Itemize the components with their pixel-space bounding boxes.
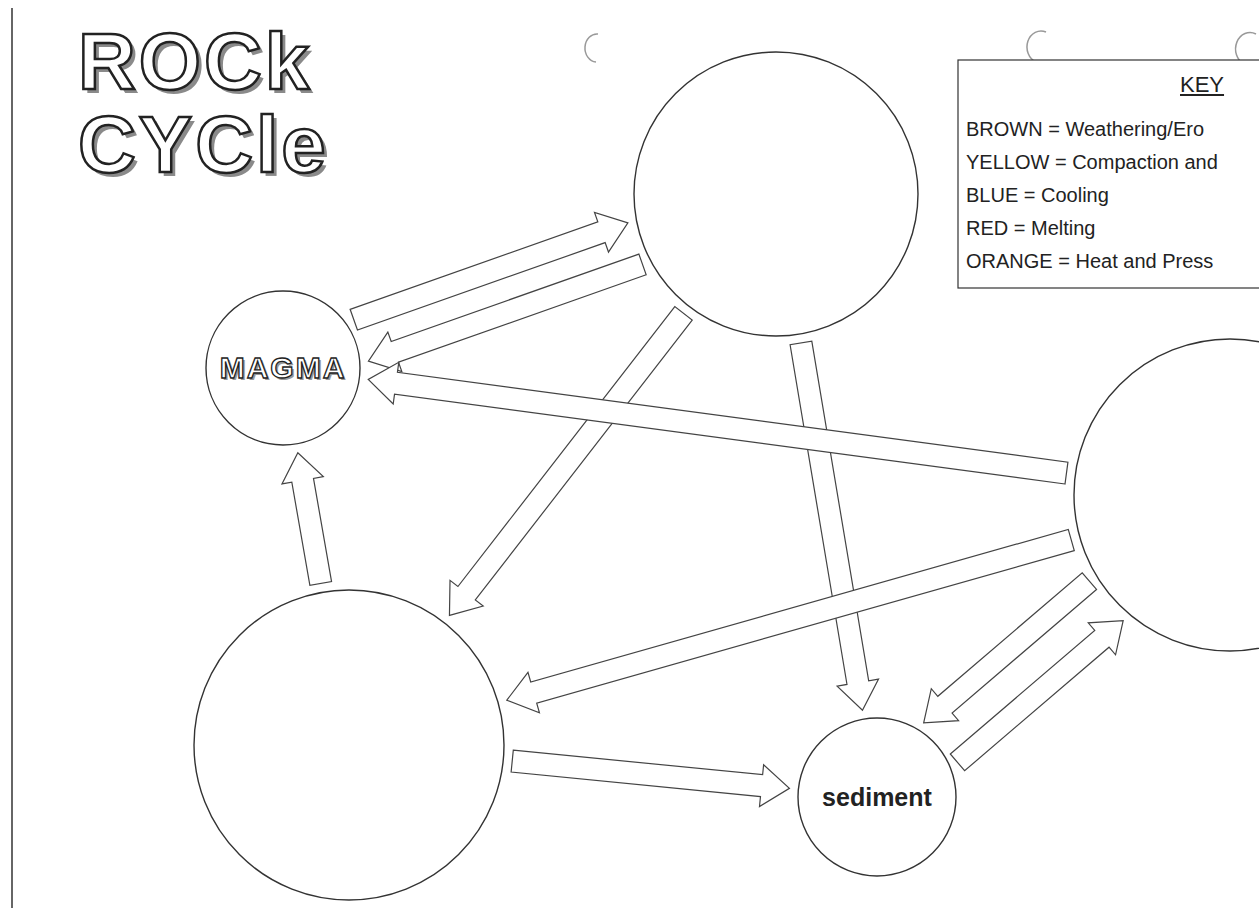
circle-outline bbox=[206, 291, 360, 445]
key-box bbox=[958, 60, 1259, 288]
rock-cycle-circle: MAGMA bbox=[205, 290, 361, 446]
legend-entry: RED = Melting bbox=[966, 217, 1096, 240]
circle-outline bbox=[1074, 339, 1259, 651]
rock-cycle-circle bbox=[633, 51, 919, 337]
block-arrow bbox=[924, 573, 1097, 723]
legend-text: BLUE = Cooling bbox=[966, 184, 1109, 206]
circle-text-box bbox=[193, 589, 505, 901]
block-arrow bbox=[282, 453, 332, 586]
legend-text: RED = Melting bbox=[966, 217, 1096, 239]
circle-outline-svg bbox=[193, 589, 505, 901]
block-arrow bbox=[449, 307, 692, 616]
block-arrow bbox=[368, 362, 1068, 484]
circle-outline-svg bbox=[633, 51, 919, 337]
circle-outline bbox=[194, 590, 504, 900]
circle-text-box: MAGMA bbox=[205, 290, 361, 446]
key-heading: KEY bbox=[1180, 72, 1224, 98]
rock-cycle-circle: sediment bbox=[797, 717, 957, 877]
block-arrow bbox=[790, 341, 878, 710]
legend-entry: YELLOW = Compaction and bbox=[966, 151, 1218, 174]
title: ROCk CYCle bbox=[78, 20, 348, 186]
circle-text-box bbox=[1073, 338, 1259, 652]
circle-outline-svg bbox=[1073, 338, 1259, 652]
hole-punch bbox=[585, 34, 598, 62]
hole-punch bbox=[1027, 31, 1046, 62]
legend-entry: BLUE = Cooling bbox=[966, 184, 1109, 207]
block-arrow bbox=[507, 529, 1074, 712]
legend-entry: BROWN = Weathering/Ero bbox=[966, 118, 1204, 141]
block-arrow bbox=[511, 750, 789, 806]
circle-label: MAGMA bbox=[220, 351, 347, 385]
legend-entry: ORANGE = Heat and Press bbox=[966, 250, 1213, 273]
circle-label: sediment bbox=[822, 783, 932, 812]
block-arrow bbox=[950, 621, 1123, 771]
circle-outline bbox=[798, 718, 956, 876]
legend-text: ORANGE = Heat and Press bbox=[966, 250, 1213, 272]
rock-cycle-circle bbox=[193, 589, 505, 901]
hole-punch bbox=[1236, 33, 1256, 64]
legend-text: YELLOW = Compaction and bbox=[966, 151, 1218, 173]
block-arrow bbox=[368, 254, 646, 372]
rock-cycle-circle bbox=[1073, 338, 1259, 652]
circle-outline bbox=[634, 52, 918, 336]
legend-text: BROWN = Weathering/Ero bbox=[966, 118, 1204, 140]
circle-text-box: sediment bbox=[797, 717, 957, 877]
page-edge-line bbox=[11, 8, 13, 908]
circle-text-box bbox=[633, 51, 919, 337]
